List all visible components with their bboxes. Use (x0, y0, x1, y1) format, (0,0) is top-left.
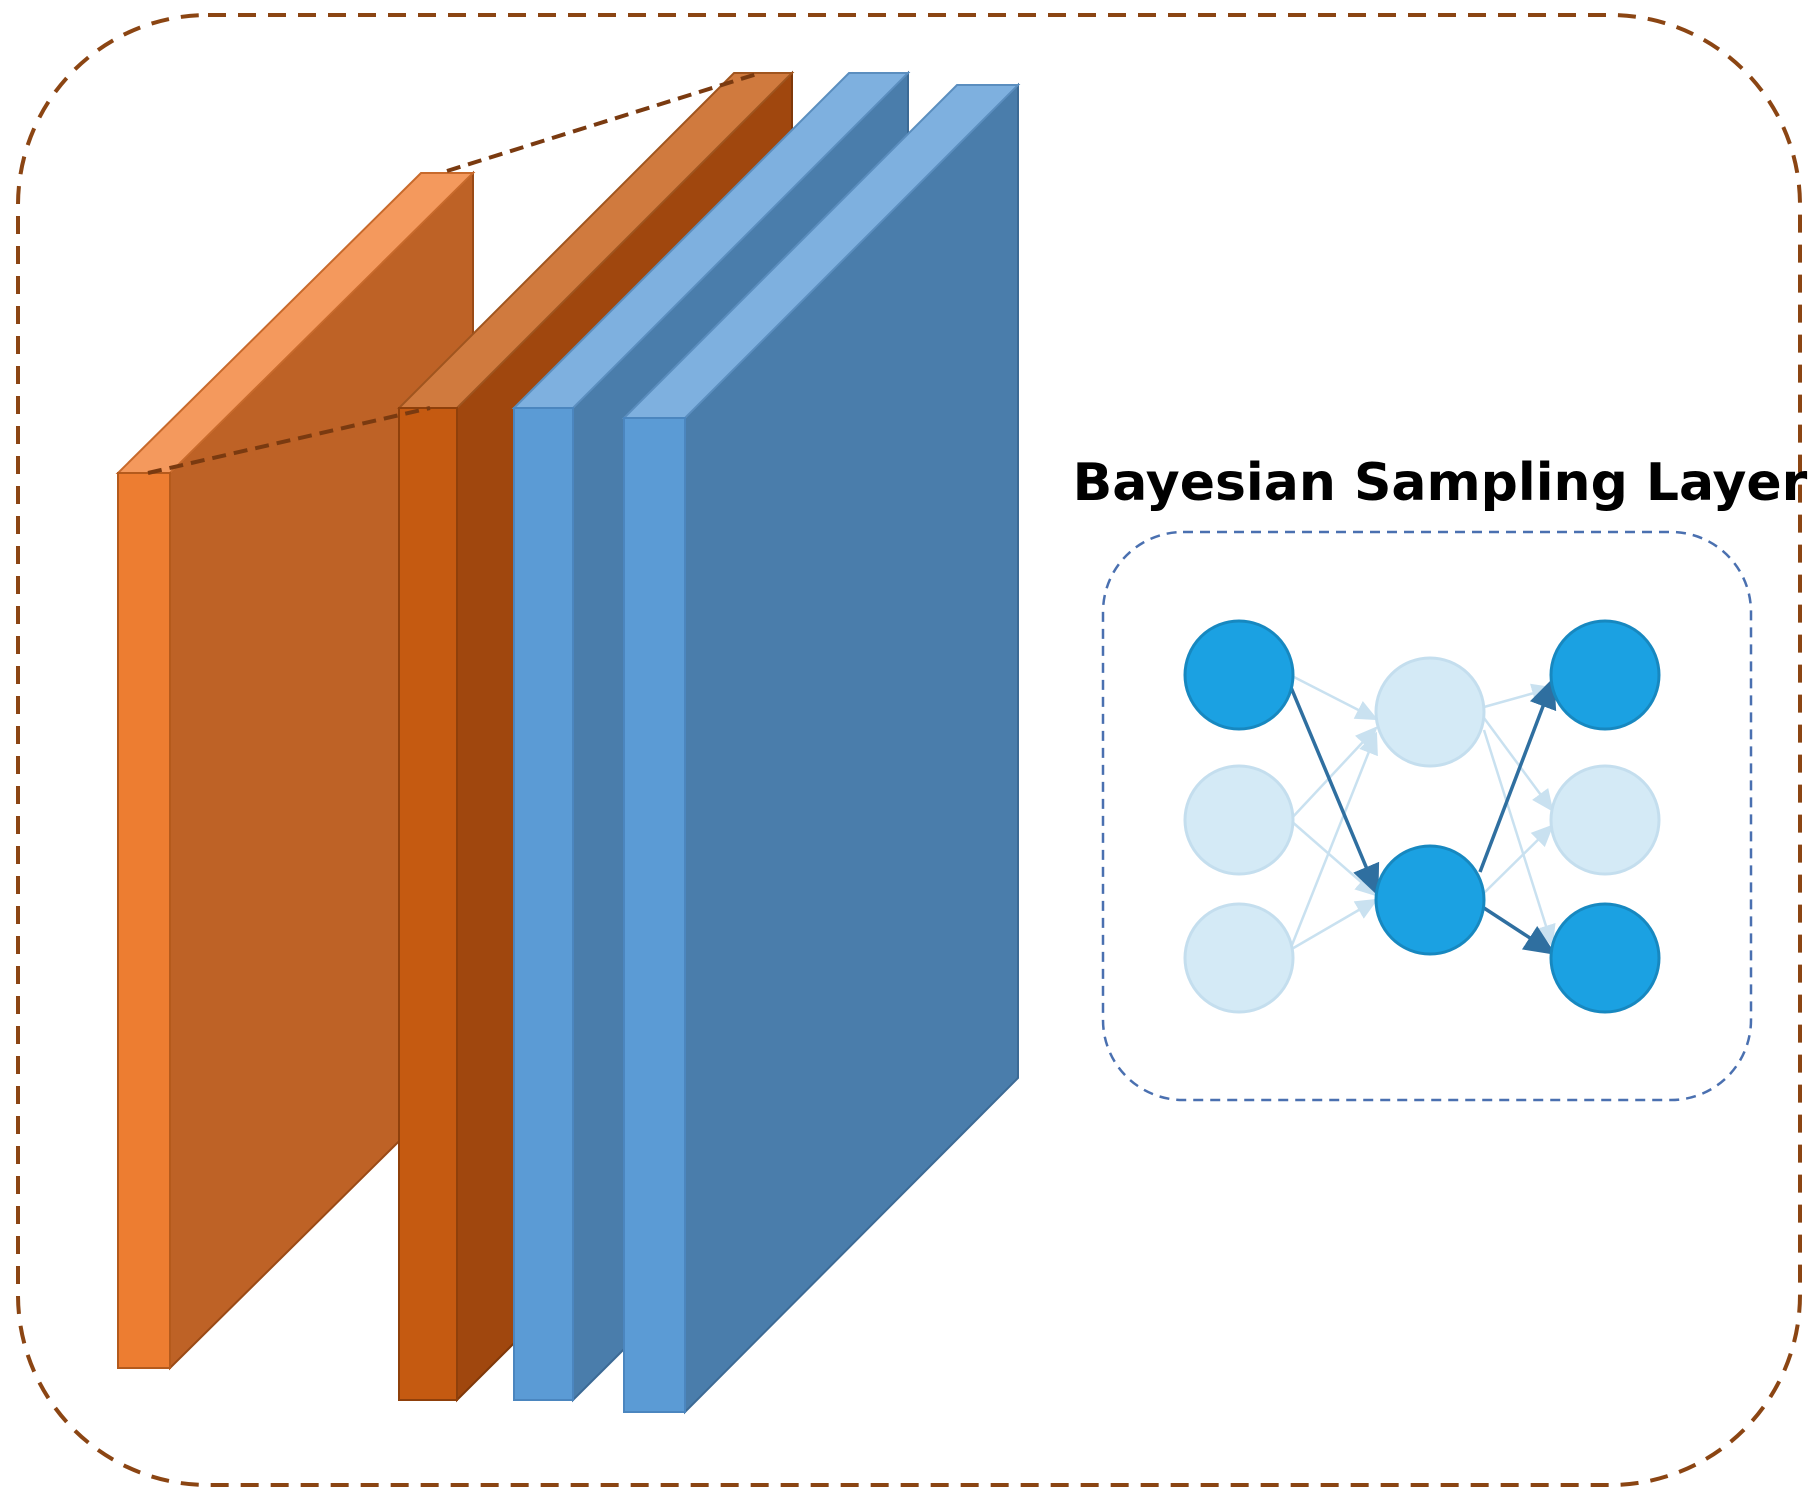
edge (1483, 683, 1555, 709)
edge-active (1483, 906, 1556, 955)
edge (1482, 729, 1556, 948)
outer-dashed-border (16, 13, 1802, 1487)
output-node-3 (1549, 902, 1661, 1014)
edge-active (1288, 684, 1380, 897)
projection-lines (147, 71, 761, 475)
feature-map-3-front (513, 407, 574, 1401)
edge (1289, 673, 1379, 721)
bayesian-network (1183, 619, 1661, 1014)
feature-map-4 (621, 82, 1021, 1415)
edge (1482, 717, 1554, 813)
input-node-1 (1183, 619, 1295, 731)
input-node-2 (1183, 764, 1295, 876)
edge (1288, 731, 1378, 951)
input-node-3 (1183, 902, 1295, 1014)
edge-active (1478, 676, 1557, 873)
hidden-node-2 (1374, 844, 1486, 956)
edge (1289, 726, 1378, 821)
projection-line-top (446, 71, 761, 173)
projection-line-bottom (147, 406, 431, 475)
feature-map-1-front (117, 472, 171, 1369)
feature-map-2-front (398, 407, 458, 1401)
output-node-1 (1549, 619, 1661, 731)
active-edges (1288, 676, 1557, 955)
feature-map-4-front (623, 417, 686, 1413)
edge (1483, 824, 1554, 894)
bayesian-layer-dashed-box (1101, 530, 1753, 1102)
output-node-2 (1549, 764, 1661, 876)
bayesian-layer-title: Bayesian Sampling Layer (1073, 453, 1808, 513)
edge (1289, 898, 1379, 952)
hidden-node-1 (1374, 656, 1486, 768)
feature-map-1 (115, 170, 476, 1371)
